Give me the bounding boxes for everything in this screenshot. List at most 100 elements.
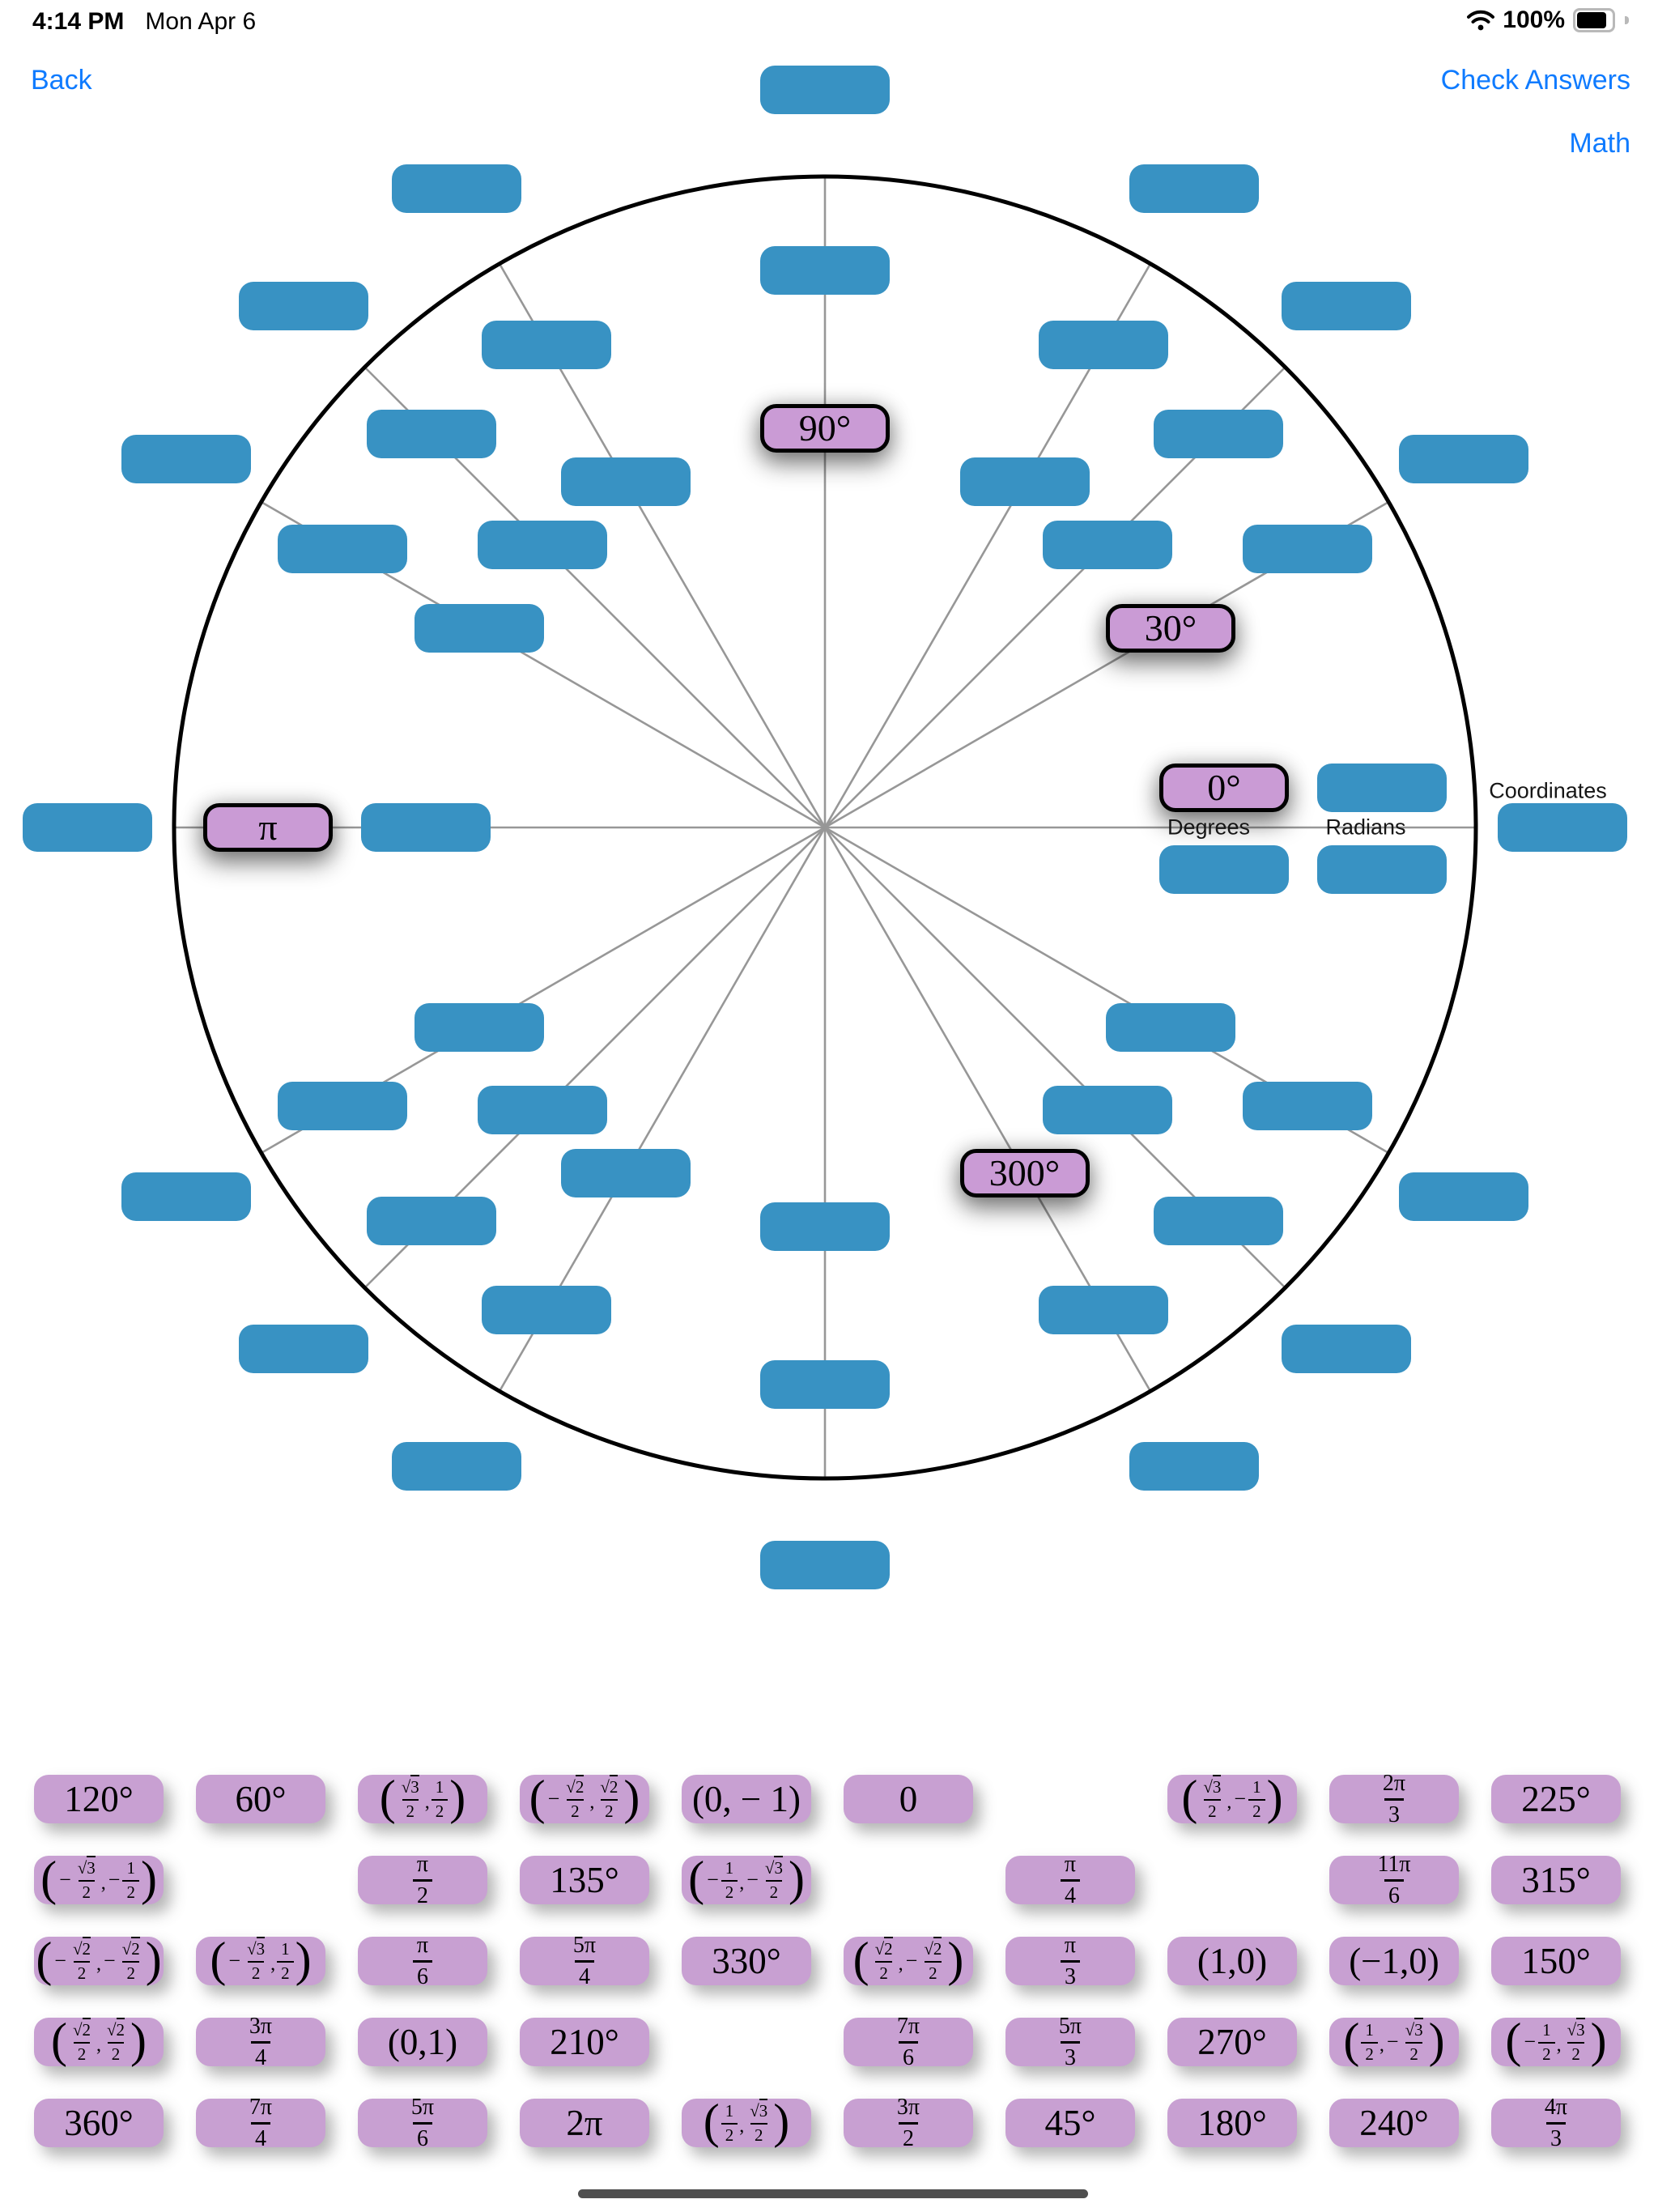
- slot-210-degrees[interactable]: [414, 1002, 545, 1052]
- tray-tile-r5-c4[interactable]: 2π: [520, 2099, 649, 2147]
- slot-30-coordinates[interactable]: [1398, 434, 1528, 483]
- tray-tile-r1-c5[interactable]: (0, − 1): [682, 1775, 811, 1823]
- slot-330-radians[interactable]: [1242, 1082, 1372, 1130]
- tray-tile-r2-c4[interactable]: 135°: [520, 1856, 649, 1904]
- tray-tile-r5-c8[interactable]: 180°: [1167, 2099, 1297, 2147]
- slot-0-degrees-b[interactable]: [1159, 845, 1289, 894]
- slot-135-degrees[interactable]: [478, 521, 608, 570]
- placed-tile-30-degrees[interactable]: 30°: [1105, 603, 1235, 653]
- tray-tile-r1-c6[interactable]: 0: [844, 1775, 973, 1823]
- tray-tile-r2-c10[interactable]: 315°: [1491, 1856, 1621, 1904]
- slot-315-radians[interactable]: [1154, 1197, 1284, 1246]
- placed-tile-180-radians[interactable]: π: [203, 803, 333, 852]
- back-button[interactable]: Back: [31, 65, 92, 96]
- slot-135-radians[interactable]: [366, 409, 496, 458]
- slot-225-degrees[interactable]: [478, 1085, 608, 1134]
- slot-45-degrees[interactable]: [1042, 521, 1172, 570]
- slot-210-coordinates[interactable]: [121, 1172, 252, 1221]
- slot-150-degrees[interactable]: [414, 603, 545, 653]
- slot-315-degrees[interactable]: [1042, 1085, 1172, 1134]
- battery-cap: [1625, 16, 1629, 24]
- slot-240-radians[interactable]: [482, 1285, 611, 1334]
- tray-tile-r5-c9[interactable]: 240°: [1329, 2099, 1459, 2147]
- slot-330-degrees[interactable]: [1105, 1002, 1235, 1052]
- slot-270-degrees[interactable]: [760, 1202, 890, 1251]
- slot-300-radians[interactable]: [1039, 1285, 1168, 1334]
- tray-tile-r4-c3[interactable]: (0,1): [358, 2018, 487, 2066]
- home-indicator[interactable]: [578, 2189, 1088, 2198]
- slot-60-coordinates[interactable]: [1129, 164, 1259, 214]
- tray-tile-r5-c7[interactable]: 45°: [1005, 2099, 1135, 2147]
- tray-tile-r3-c8[interactable]: (1,0): [1167, 1937, 1297, 1985]
- slot-120-radians[interactable]: [482, 321, 611, 370]
- slot-0-coordinates[interactable]: [1498, 803, 1627, 852]
- math-button[interactable]: Math: [1569, 128, 1630, 159]
- tray-tile-r3-c9[interactable]: (−1,0): [1329, 1937, 1459, 1985]
- slot-0-radians[interactable]: [1317, 764, 1447, 812]
- slot-315-coordinates[interactable]: [1282, 1325, 1412, 1374]
- placed-tile-90-degrees[interactable]: 90°: [760, 404, 890, 453]
- slot-45-radians[interactable]: [1154, 409, 1284, 458]
- slot-90-coordinates[interactable]: [760, 66, 890, 114]
- tray-tile-r1-c10[interactable]: 225°: [1491, 1775, 1621, 1823]
- slot-120-degrees[interactable]: [560, 457, 691, 507]
- tray-tile-r4-c8[interactable]: 270°: [1167, 2018, 1297, 2066]
- tray-tile-r3-c5[interactable]: 330°: [682, 1937, 811, 1985]
- slot-270-coordinates[interactable]: [760, 1541, 890, 1589]
- tray-tile-r4-c4[interactable]: 210°: [520, 2018, 649, 2066]
- slot-150-coordinates[interactable]: [121, 434, 252, 483]
- slot-135-coordinates[interactable]: [238, 281, 368, 330]
- slot-90-radians[interactable]: [760, 246, 890, 295]
- slot-60-degrees[interactable]: [959, 457, 1090, 507]
- slot-150-radians[interactable]: [278, 525, 408, 573]
- slot-180-degrees[interactable]: [361, 803, 491, 852]
- tray-tile-r5-c1[interactable]: 360°: [34, 2099, 164, 2147]
- slot-240-coordinates[interactable]: [391, 1441, 521, 1491]
- tray-tile-r1-c1[interactable]: 120°: [34, 1775, 164, 1823]
- slot-120-coordinates[interactable]: [391, 164, 521, 214]
- slot-45-coordinates[interactable]: [1282, 281, 1412, 330]
- slot-0-radians-b[interactable]: [1317, 845, 1447, 894]
- slot-300-coordinates[interactable]: [1129, 1441, 1259, 1491]
- slot-225-radians[interactable]: [366, 1197, 496, 1246]
- check-answers-button[interactable]: Check Answers: [1440, 65, 1630, 96]
- slot-210-radians[interactable]: [278, 1082, 408, 1130]
- slot-30-radians[interactable]: [1242, 525, 1372, 573]
- slot-225-coordinates[interactable]: [238, 1325, 368, 1374]
- placed-tile-0-degrees[interactable]: 0°: [1159, 764, 1289, 812]
- tray-tile-r3-c10[interactable]: 150°: [1491, 1937, 1621, 1985]
- tray-tile-r1-c2[interactable]: 60°: [196, 1775, 325, 1823]
- placed-tile-300-degrees[interactable]: 300°: [959, 1148, 1090, 1197]
- slot-330-coordinates[interactable]: [1398, 1172, 1528, 1221]
- slot-180-coordinates[interactable]: [23, 803, 152, 852]
- slot-270-radians[interactable]: [760, 1360, 890, 1409]
- slot-240-degrees[interactable]: [560, 1148, 691, 1197]
- slot-60-radians[interactable]: [1039, 321, 1168, 370]
